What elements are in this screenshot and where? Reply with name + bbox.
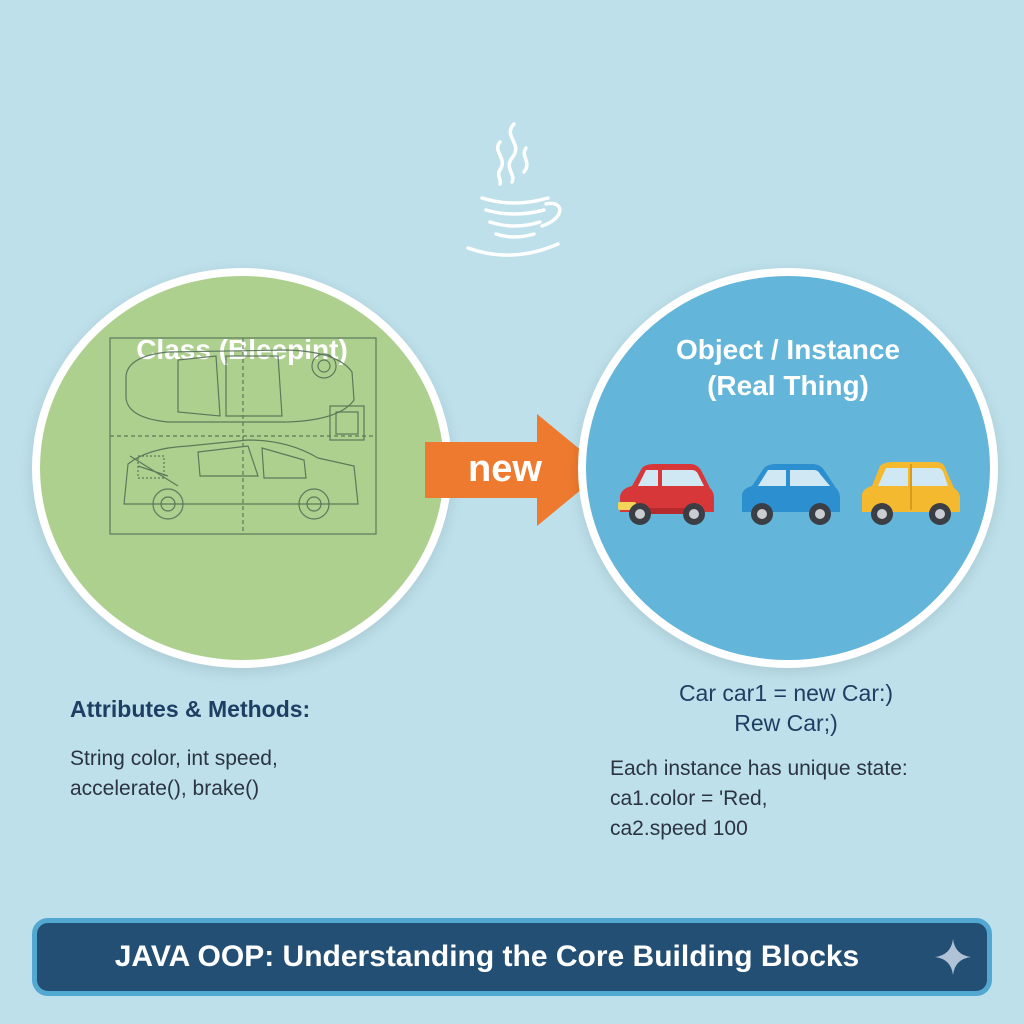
blue-car-icon	[742, 464, 840, 525]
car-blueprint-icon	[109, 337, 377, 535]
title-banner: JAVA OOP: Understanding the Core Buildin…	[32, 918, 992, 996]
class-details-heading: Attributes & Methods:	[70, 696, 311, 722]
java-coffee-cup-icon	[466, 122, 562, 257]
object-circle: Object / Instance (Real Thing)	[578, 268, 998, 668]
new-arrow-icon	[425, 414, 605, 526]
object-state-line: Each instance has unique state:	[610, 757, 908, 780]
object-title: Object / Instance (Real Thing)	[586, 332, 990, 404]
object-title-line1: Object / Instance	[675, 334, 901, 365]
object-title-line2: (Real Thing)	[707, 370, 869, 401]
arrow-label: new	[468, 448, 542, 490]
red-car-icon	[618, 464, 714, 525]
object-state-line: ca1.color = 'Red,	[610, 787, 768, 810]
object-state-line: ca2.speed 100	[610, 817, 748, 840]
class-detail-line: String color, int speed,	[70, 747, 278, 770]
sparkle-icon	[935, 939, 971, 975]
class-circle: Class (Bleepint)	[32, 268, 452, 668]
object-code-line: Rew Car;)	[734, 710, 838, 736]
class-detail-line: accelerate(), brake()	[70, 777, 260, 800]
yellow-car-icon	[862, 462, 960, 525]
banner-title: JAVA OOP: Understanding the Core Buildin…	[114, 940, 860, 973]
class-title: Class (Bleepint)	[136, 334, 348, 365]
object-code-line: Car car1 = new Car:)	[678, 680, 894, 706]
